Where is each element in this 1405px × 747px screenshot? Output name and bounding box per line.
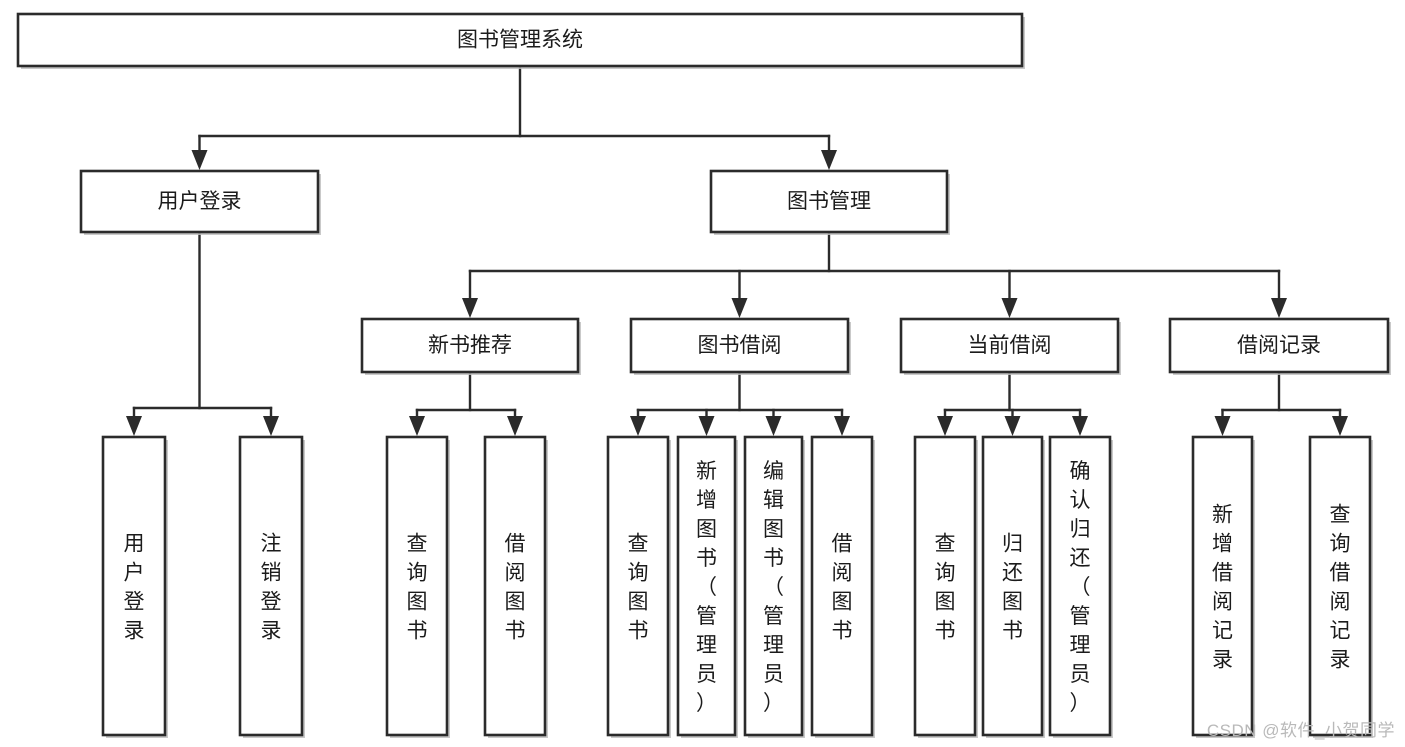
arrow-head-icon <box>821 150 837 170</box>
arrow-head-icon <box>191 150 208 170</box>
node-label: 注销登录 <box>261 533 282 643</box>
node-借阅记录[interactable]: 借阅记录 <box>1168 317 1391 375</box>
node-layer: 图书管理系统用户登录用户登录注销登录图书管理新书推荐查询图书借阅图书图书借阅查询… <box>16 12 1391 738</box>
node-label: 借阅图书 <box>505 533 526 643</box>
node-rect[interactable] <box>238 435 304 737</box>
node-查询图书[interactable]: 查询图书 <box>606 435 671 738</box>
node-rect[interactable] <box>360 317 580 374</box>
node-label: 确认归还（管理员） <box>1070 460 1091 715</box>
arrow-head-icon <box>507 416 523 436</box>
arrow-head-icon <box>1332 416 1348 436</box>
node-rect[interactable] <box>743 435 804 737</box>
node-label: 归还图书 <box>1002 533 1023 643</box>
node-图书管理[interactable]: 图书管理 <box>709 169 950 235</box>
node-label: 查询图书 <box>407 533 428 643</box>
connector-layer <box>126 64 1348 436</box>
arrow-head-icon <box>731 298 748 318</box>
arrow-head-icon <box>126 416 142 436</box>
node-rect[interactable] <box>709 169 949 234</box>
node-label: 图书管理 <box>787 190 871 213</box>
node-label: 新书推荐 <box>428 334 512 357</box>
node-rect[interactable] <box>79 169 320 234</box>
node-用户登录[interactable]: 用户登录 <box>79 169 321 235</box>
node-查询图书[interactable]: 查询图书 <box>913 435 978 738</box>
node-label: 当前借阅 <box>968 334 1052 357</box>
node-借阅图书[interactable]: 借阅图书 <box>483 435 548 738</box>
arrow-head-icon <box>409 416 425 436</box>
node-用户登录[interactable]: 用户登录 <box>101 435 168 738</box>
node-rect[interactable] <box>606 435 670 737</box>
node-rect[interactable] <box>913 435 977 737</box>
node-新增图书管理员[interactable]: 新增图书（管理员） <box>676 435 738 738</box>
node-label: 查询图书 <box>935 533 956 643</box>
node-rect[interactable] <box>1191 435 1254 737</box>
arrow-head-icon <box>1072 416 1088 436</box>
arrow-head-icon <box>1001 298 1018 318</box>
node-当前借阅[interactable]: 当前借阅 <box>899 317 1121 375</box>
node-label: 新增图书（管理员） <box>696 460 717 715</box>
node-rect[interactable] <box>981 435 1044 737</box>
node-rect[interactable] <box>483 435 547 737</box>
node-新增借阅记录[interactable]: 新增借阅记录 <box>1191 435 1255 738</box>
arrow-head-icon <box>1004 416 1021 436</box>
node-借阅图书[interactable]: 借阅图书 <box>810 435 875 738</box>
arrow-head-icon <box>937 416 953 436</box>
arrow-head-icon <box>698 416 715 436</box>
arrow-head-icon <box>630 416 646 436</box>
node-label: 查询图书 <box>628 533 649 643</box>
node-确认归还管理员[interactable]: 确认归还（管理员） <box>1048 435 1113 738</box>
node-label: 借阅图书 <box>832 533 853 643</box>
node-rect[interactable] <box>1168 317 1390 374</box>
node-rect[interactable] <box>1048 435 1112 737</box>
node-label: 图书借阅 <box>698 334 782 357</box>
node-注销登录[interactable]: 注销登录 <box>238 435 305 738</box>
node-label: 用户登录 <box>158 190 242 213</box>
arrow-head-icon <box>765 416 782 436</box>
node-label: 借阅记录 <box>1237 334 1321 357</box>
node-rect[interactable] <box>899 317 1120 374</box>
arrow-head-icon <box>263 416 279 436</box>
csdn-watermark: CSDN @软件_小贺同学 <box>1206 721 1395 740</box>
node-查询借阅记录[interactable]: 查询借阅记录 <box>1308 435 1373 738</box>
node-图书借阅[interactable]: 图书借阅 <box>629 317 851 375</box>
node-rect[interactable] <box>676 435 737 737</box>
node-rect[interactable] <box>101 435 167 737</box>
node-rect[interactable] <box>1308 435 1372 737</box>
node-编辑图书管理员[interactable]: 编辑图书（管理员） <box>743 435 805 738</box>
arrow-head-icon <box>1271 298 1287 318</box>
arrow-head-icon <box>462 298 478 318</box>
node-查询图书[interactable]: 查询图书 <box>385 435 450 738</box>
arrow-head-icon <box>1214 416 1231 436</box>
node-rect[interactable] <box>810 435 874 737</box>
node-label: 新增借阅记录 <box>1212 504 1233 672</box>
node-rect[interactable] <box>16 12 1024 68</box>
node-rect[interactable] <box>385 435 449 737</box>
node-label: 用户登录 <box>124 533 145 643</box>
node-新书推荐[interactable]: 新书推荐 <box>360 317 581 375</box>
arrow-head-icon <box>834 416 850 436</box>
node-归还图书[interactable]: 归还图书 <box>981 435 1045 738</box>
node-label: 编辑图书（管理员） <box>763 460 784 715</box>
node-label: 查询借阅记录 <box>1330 504 1351 672</box>
node-label: 图书管理系统 <box>457 29 583 52</box>
node-图书管理系统[interactable]: 图书管理系统 <box>16 12 1025 69</box>
node-rect[interactable] <box>629 317 850 374</box>
